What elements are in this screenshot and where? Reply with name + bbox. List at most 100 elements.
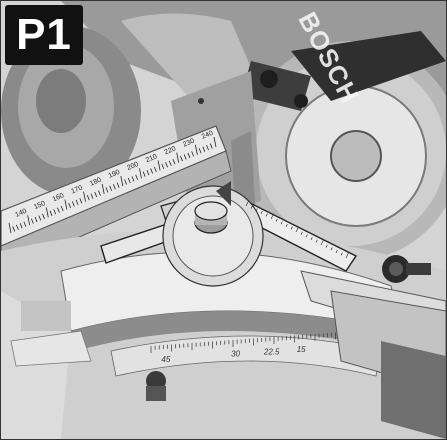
ruler-tick (38, 215, 42, 221)
blade-guard (241, 31, 446, 261)
ruler-tick (202, 146, 206, 152)
bevel-scale-number: 30 (231, 350, 240, 359)
gauge-tick (250, 205, 253, 209)
gauge-tick (260, 210, 263, 214)
fence-ruler-scale: 140 150 160 170 180 190 200 210 220 230 240 (8, 130, 217, 234)
ruler-tick (45, 207, 49, 218)
gauge-tick (255, 208, 258, 212)
ruler-tick (19, 223, 23, 229)
ruler-tick (198, 148, 202, 154)
gauge-tick (295, 226, 300, 233)
gauge-tick (275, 218, 278, 222)
ruler-tick (112, 184, 116, 190)
ruler-tick (105, 187, 109, 193)
gauge-tick (340, 252, 343, 256)
ruler-tick (135, 174, 139, 180)
ruler-tick (42, 213, 45, 220)
gauge-tick (330, 247, 333, 251)
ruler-tick (209, 143, 213, 149)
angle-gauge (100, 181, 358, 287)
ruler-tick (120, 176, 124, 187)
ruler-tick (131, 176, 135, 182)
ruler-number: 230 (182, 138, 196, 149)
ruler-number: 190 (108, 169, 122, 180)
gauge-ruler-ticks (245, 200, 350, 259)
gauge-tick (285, 223, 288, 227)
ruler-tick (64, 199, 68, 210)
ruler-tick (146, 169, 150, 176)
gauge-tick (300, 231, 303, 235)
ruler-tick (187, 152, 191, 159)
ruler-tick (53, 209, 57, 215)
ruler-tick (60, 205, 64, 212)
ruler-tick (27, 215, 31, 226)
ruler-tick (127, 177, 131, 184)
ruler-number: 170 (70, 184, 84, 195)
ruler-tick (157, 160, 161, 171)
ruler-tick (180, 155, 183, 162)
ruler-tick (206, 144, 209, 151)
ruler-tick (86, 195, 90, 201)
ruler-tick (176, 152, 180, 163)
ruler-tick (30, 218, 34, 224)
ruler-tick (150, 168, 154, 174)
ruler-tick (139, 168, 142, 179)
gauge-tick (315, 239, 318, 243)
ruler-tick (172, 159, 176, 165)
ruler-tick (124, 179, 127, 185)
ruler-tick (168, 160, 172, 166)
ruler-tick (49, 210, 53, 216)
ruler-tick (75, 199, 79, 206)
bevel-scale-number: 45 (161, 355, 170, 364)
gauge-tick (310, 236, 313, 240)
ruler-number: 180 (89, 177, 103, 188)
ruler-tick (79, 198, 83, 204)
gauge-tick (305, 234, 308, 238)
ruler-number: 240 (201, 130, 215, 141)
ruler-tick (83, 191, 86, 202)
ruler-tick (101, 183, 105, 194)
ruler-tick (94, 191, 98, 198)
ruler-number: 160 (52, 192, 66, 203)
ruler-tick (23, 221, 27, 227)
ruler-tick (153, 166, 157, 173)
ruler-number: 140 (14, 208, 28, 219)
gauge-tick (245, 200, 250, 207)
gauge-tick (345, 252, 350, 259)
ruler-tick (142, 171, 146, 177)
right-fence (300, 255, 446, 439)
ruler-number: 200 (126, 161, 140, 172)
figure-label-badge: P1 (5, 5, 83, 65)
ruler-tick (16, 224, 19, 231)
gauge-tick (280, 221, 283, 225)
ruler-tick (213, 136, 217, 148)
ruler-tick (12, 226, 16, 232)
gauge-tick (335, 249, 338, 253)
ruler-tick (8, 222, 12, 234)
ruler-tick (90, 193, 94, 199)
ruler-tick (34, 216, 38, 223)
gauge-tick (265, 213, 268, 217)
ruler-tick (161, 163, 165, 170)
bevel-scale-number: 15 (297, 345, 306, 354)
ruler-tick (191, 151, 195, 157)
ruler-tick (57, 207, 60, 213)
ruler-tick (98, 190, 101, 196)
gauge-tick (290, 226, 293, 230)
ruler-tick (71, 201, 75, 207)
ruler-number: 220 (163, 145, 177, 156)
ruler-tick (183, 154, 187, 160)
ruler-tick (165, 162, 168, 168)
ruler-tick (109, 185, 113, 191)
ruler-tick (68, 202, 72, 209)
gauge-tick (270, 213, 275, 220)
bevel-scale-number: 22.5 (263, 347, 280, 356)
ruler-number: 150 (33, 200, 47, 211)
gauge-tick (325, 244, 328, 248)
ruler-tick (116, 182, 120, 188)
ruler-number: 210 (145, 153, 159, 164)
gauge-tick (320, 239, 325, 246)
